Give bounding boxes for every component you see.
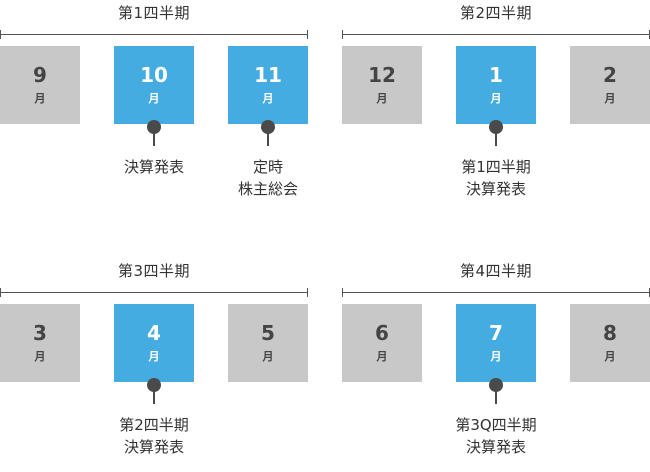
- month-unit: 月: [148, 350, 160, 363]
- month-unit: 月: [376, 92, 388, 105]
- month-unit: 月: [262, 92, 274, 105]
- month-box: 11 月: [228, 46, 308, 124]
- event-pin-icon: [261, 120, 275, 146]
- month-box: 12 月: [342, 46, 422, 124]
- month-number: 1: [489, 63, 503, 87]
- month-box: 8 月: [570, 304, 650, 382]
- month-box: 4 月: [114, 304, 194, 382]
- quarter-title: 第2四半期: [459, 4, 533, 22]
- month-box: 5 月: [228, 304, 308, 382]
- event-label: 決算発表: [94, 156, 214, 178]
- month-box: 7 月: [456, 304, 536, 382]
- event-label: 第2四半期 決算発表: [94, 414, 214, 458]
- quarter-3: 第3四半期 3 月 4 月 5 月 第2四半期 決算発表: [0, 262, 308, 472]
- month-number: 4: [147, 321, 161, 345]
- month-number: 9: [33, 63, 47, 87]
- quarter-4: 第4四半期 6 月 7 月 8 月 第3Q四半期 決算発表: [342, 262, 650, 472]
- month-box: 3 月: [0, 304, 80, 382]
- event-pin-icon: [147, 120, 161, 146]
- event-line: 定時: [252, 158, 283, 176]
- month-number: 2: [603, 63, 617, 87]
- month-unit: 月: [490, 92, 502, 105]
- month-box: 9 月: [0, 46, 80, 124]
- quarter-title: 第1四半期: [117, 4, 191, 22]
- month-number: 11: [254, 63, 282, 87]
- month-unit: 月: [34, 92, 46, 105]
- event-line: 決算発表: [465, 438, 526, 456]
- quarter-bracket: [342, 288, 650, 298]
- month-number: 5: [261, 321, 275, 345]
- month-unit: 月: [490, 350, 502, 363]
- event-line: 決算発表: [123, 158, 184, 176]
- quarter-title: 第3四半期: [117, 262, 191, 280]
- month-number: 3: [33, 321, 47, 345]
- month-box: 1 月: [456, 46, 536, 124]
- month-unit: 月: [262, 350, 274, 363]
- event-label: 第1四半期 決算発表: [436, 156, 556, 200]
- quarter-2: 第2四半期 12 月 1 月 2 月 第1四半期 決算発表: [342, 4, 650, 214]
- month-unit: 月: [604, 92, 616, 105]
- month-number: 7: [489, 321, 503, 345]
- quarter-1: 第1四半期 9 月 10 月 11 月 決算発表 定時 株主総会: [0, 4, 308, 214]
- event-pin-icon: [489, 378, 503, 404]
- month-unit: 月: [34, 350, 46, 363]
- event-line: 株主総会: [237, 180, 298, 198]
- month-box: 6 月: [342, 304, 422, 382]
- month-unit: 月: [604, 350, 616, 363]
- quarter-bracket: [342, 30, 650, 40]
- month-number: 8: [603, 321, 617, 345]
- event-line: 決算発表: [123, 438, 184, 456]
- month-number: 10: [140, 63, 168, 87]
- event-line: 第1四半期: [461, 158, 531, 176]
- event-label: 定時 株主総会: [208, 156, 328, 200]
- month-unit: 月: [148, 92, 160, 105]
- event-line: 決算発表: [465, 180, 526, 198]
- month-box: 2 月: [570, 46, 650, 124]
- event-line: 第2四半期: [119, 416, 189, 434]
- month-number: 12: [368, 63, 396, 87]
- event-label: 第3Q四半期 決算発表: [436, 414, 556, 458]
- month-unit: 月: [376, 350, 388, 363]
- quarter-bracket: [0, 30, 308, 40]
- month-number: 6: [375, 321, 389, 345]
- quarter-bracket: [0, 288, 308, 298]
- event-pin-icon: [489, 120, 503, 146]
- event-line: 第3Q四半期: [455, 416, 537, 434]
- month-box: 10 月: [114, 46, 194, 124]
- event-pin-icon: [147, 378, 161, 404]
- quarter-title: 第4四半期: [459, 262, 533, 280]
